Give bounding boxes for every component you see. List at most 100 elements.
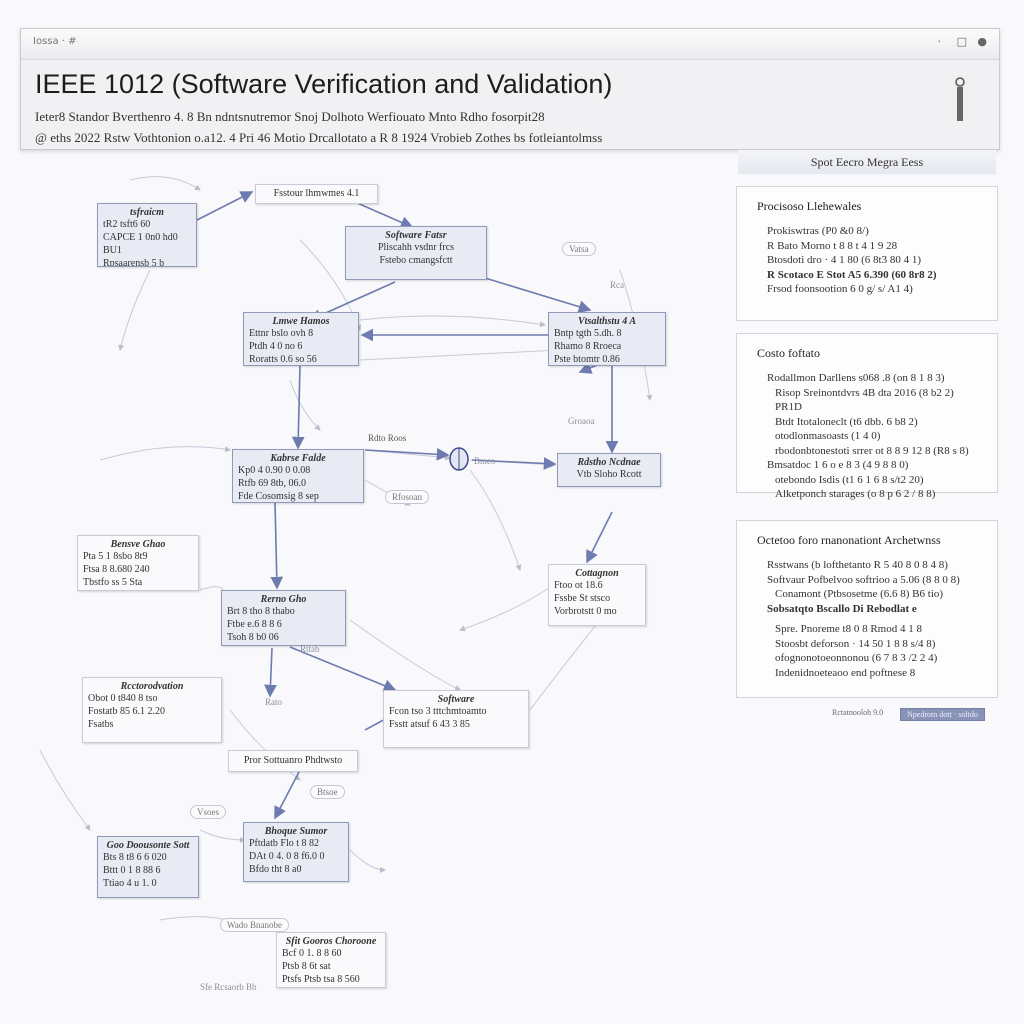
legend-line: Risop Sreinontdvrs 4B dta 2016 (8 b2 2) [775, 386, 954, 399]
edge [264, 647, 277, 698]
node-categories[interactable]: Cottagnon Ftoo ot 18.6 Fssbe St stsco Vo… [548, 564, 646, 626]
node-line: Fsstt atsuf 6 43 3 85 [389, 719, 470, 730]
node-line: BU1 [103, 245, 122, 256]
legend-line: Spre. Pnoreme t8 0 8 Rmod 4 1 8 [775, 623, 922, 635]
ghost-pill: Btsoe [310, 785, 345, 799]
edge [270, 501, 284, 590]
node-line: Vtb Sloho Rcott [576, 469, 642, 480]
minimize-button[interactable]: · [937, 35, 942, 48]
node-knowledge-fields[interactable]: Kabrse Falde Kp0 4 0.90 0 0.08 Rtfb 69 8… [232, 449, 364, 503]
node-line: Fssbe St stsco [554, 593, 611, 604]
legend-line: otodlonmasoasts (1 4 0) [775, 430, 881, 442]
legend-line: Sobsatqto Bscallo Di Rebodlat e [767, 602, 917, 615]
subtitle-line-2: @ eths 2022 Rstw Vothtonion o.a12. 4 Pri… [35, 130, 603, 145]
ghost-pill: Rfosoan [385, 490, 429, 504]
node-line: Pliscahh vsdnr frcs [377, 242, 455, 253]
legend-line: Btdt Itotaloneclt (t6 dbb. 6 b8 2) [775, 415, 918, 428]
node-results[interactable]: Rdstho Ncdnae Vtb Sloho Rcott [557, 453, 661, 487]
node-line: Tbstfo ss 5 Sta [83, 577, 143, 588]
vv-process-diagram: tsfraicm tR2 tsft6 60 CAPCE 1 0n0 hd0 BU… [0, 150, 730, 1010]
legend-line: Rsstwans (b lofthetanto R 5 40 8 0 8 4 8… [767, 559, 948, 571]
edge [274, 769, 301, 820]
ghost-label: Groaoa [568, 416, 595, 426]
node-line: Obot 0 t840 8 tso [88, 693, 158, 704]
node-framework-header[interactable]: Fsstour lhmwmes 4.1 [255, 184, 378, 204]
legend-line: Indenidnoeteaoo end poftnese 8 [775, 666, 916, 679]
node-lifecycle[interactable]: Lmwe Hamos Ettnr bslo ovh 8 Ptdh 4 0 no … [243, 312, 359, 366]
legend-line: Btosdoti dro · 4 1 80 (6 8t3 80 4 1) [767, 254, 921, 266]
node-software-output[interactable]: Software Fcon tso 3 tttchmtoamto Fsstt a… [383, 690, 529, 748]
legend-line: rbodonbtonestoti srrer ot 8 8 9 12 8 (R8… [775, 444, 969, 457]
node-line: DAt 0 4. 0 8 f6.0 0 [249, 851, 325, 862]
faint-edge [349, 619, 461, 691]
edge [354, 201, 414, 229]
node-line: Bfdo tht 8 a0 [249, 864, 302, 875]
node-line: Pftdatb Flo t 8 82 [249, 838, 320, 849]
node-overview[interactable]: tsfraicm tR2 tsft6 60 CAPCE 1 0n0 hd0 BU… [97, 203, 197, 267]
ghost-pill: Wado Bnanobe [220, 918, 290, 932]
legend-line: Conamont (Ptbsosetme (6.6 8) B6 tio) [775, 588, 944, 600]
legend-line: R Scotaco E Stot A5 6.390 (60 8r8 2) [767, 268, 937, 281]
edge [471, 457, 557, 470]
legend-line: PR1D [775, 401, 802, 413]
node-title: Lmwe Hamos [272, 316, 330, 327]
node-line: Ptsfs Ptsb tsa 8 560 [282, 974, 360, 985]
section-heading: Costo foftato [757, 346, 820, 360]
edge [196, 191, 254, 221]
node-line: Rpsaarensb 5 b [103, 258, 165, 267]
subtitle-line-1: Ieter8 Standor Bverthenro 4. 8 Bn ndntsn… [35, 109, 545, 124]
node-line: tR2 tsft6 60 [103, 219, 151, 230]
legend-line: Prokiswtras (P0 &0 8/) [767, 225, 869, 237]
node-title: Pror Sottuanro Phdtwsto [243, 755, 343, 766]
node-line: Tsoh 8 b0 06 [227, 632, 279, 643]
node-review[interactable]: Rerno Gho Brt 8 tho 8 thabo Ftbe e.6 8 8… [221, 590, 346, 646]
faint-edge [199, 829, 246, 843]
node-line: Fcon tso 3 tttchmtoamto [389, 706, 487, 717]
legend-line: Bmsatdoc 1 6 o e 8 3 (4 9 8 8 0) [767, 459, 909, 471]
node-title: Bensve Ghao [110, 539, 166, 550]
edge [364, 447, 450, 461]
close-button[interactable]: ● [977, 35, 987, 48]
node-prior-software[interactable]: Pror Sottuanro Phdtwsto [228, 750, 358, 772]
pin-icon [955, 77, 965, 121]
node-documentation[interactable]: Goo Doousonte Sott Bts 8 t8 6 6 020 Bttt… [97, 836, 199, 898]
node-line: Fde Cosomsig 8 sep [238, 491, 319, 502]
node-line: Bcf 0 1. 8 8 60 [282, 948, 342, 959]
node-title: Sfit Gooros Choroone [285, 936, 377, 947]
titlebar-label: Iossa · # [33, 36, 77, 47]
node-line: Vorbrotstt 0 mo [554, 606, 617, 617]
node-line: Rhamo 8 Rroeca [554, 341, 622, 352]
node-changes[interactable]: Sfit Gooros Choroone Bcf 0 1. 8 8 60 Pts… [276, 932, 386, 988]
node-recommendation[interactable]: Rcctorodvation Obot 0 t840 8 tso Fostatb… [82, 677, 222, 743]
node-line: Ptsb 8 6t sat [282, 961, 331, 972]
legend-line: Softvaur Pofbelvoo softrioo a 5.06 (8 8 … [767, 573, 960, 586]
legend-section-processes: Procisoso Llehewales Prokiswtras (P0 &0 … [736, 186, 998, 321]
node-line: Ettnr bslo ovh 8 [249, 328, 314, 339]
legend-line: R Bato Morno t 8 8 t 4 1 9 28 [767, 239, 898, 252]
node-line: Brt 8 tho 8 thabo [227, 606, 295, 617]
node-blocker-summary[interactable]: Bhoque Sumor Pftdatb Flo t 8 82 DAt 0 4.… [243, 822, 349, 882]
ghost-label: Rttab [300, 644, 320, 654]
node-baseline[interactable]: Bensve Ghao Pta 5 1 8sbo 8t9 Ftsa 8 8.68… [77, 535, 199, 591]
edge [484, 277, 592, 313]
legend-line: Alketponch starages (o 8 p 6 2 / 8 8) [775, 488, 936, 500]
faint-edge [469, 469, 522, 571]
edge [586, 511, 613, 564]
node-title: Bhoque Sumor [264, 826, 328, 837]
maximize-button[interactable]: □ [956, 35, 967, 48]
ghost-label: Bmco [474, 456, 496, 466]
node-title: Rerno Gho [260, 594, 307, 605]
node-software-factor[interactable]: Software Fatsr Pliscahh vsdnr frcs Fsteb… [345, 226, 487, 280]
node-validation[interactable]: Vtsalthstu 4 A Bntp tgth 5.dh. 8 Rhamo 8… [548, 312, 666, 366]
page-title: IEEE 1012 (Software Verification and Val… [35, 69, 613, 99]
ghost-label: Rca [610, 280, 624, 290]
node-line: Roratts 0.6 so 56 [249, 354, 317, 365]
faint-edge [529, 619, 601, 711]
edge [289, 646, 397, 692]
legend-line: Stoosbt deforson · 14 50 1 8 8 s/4 8) [775, 637, 936, 650]
node-line: Bntp tgth 5.dh. 8 [554, 328, 622, 339]
node-title: Kabrse Falde [270, 453, 326, 464]
faint-edge [229, 709, 301, 781]
node-line: Fsatbs [88, 719, 114, 730]
footer-button[interactable]: Npedrotn dott · soltdo [900, 708, 985, 721]
